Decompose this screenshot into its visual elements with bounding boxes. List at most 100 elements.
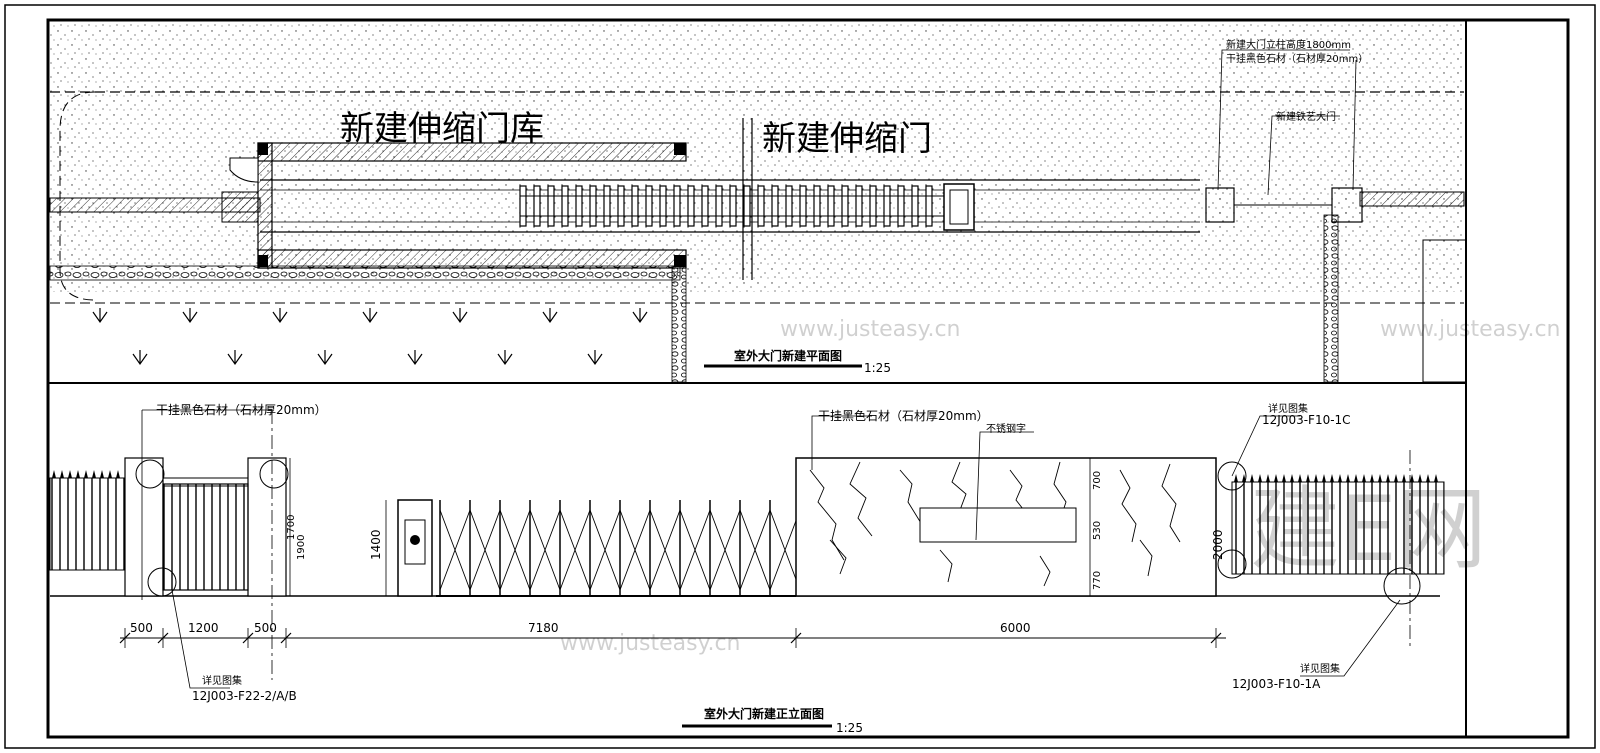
gate-motor-head-inner [949,189,969,225]
fence-spike [68,470,72,478]
gate-scissor [649,509,681,591]
gate-link [757,185,765,227]
garage-corner [674,255,686,267]
right-fence [1231,481,1445,575]
gate-scissor [529,509,561,591]
dim-bottom: 6000 [1000,621,1031,635]
stone-vein [849,461,873,537]
elev-scale: 1:25 [836,721,863,735]
dim-bottom: 7180 [528,621,559,635]
gate-post [221,191,259,223]
stone-vein [1139,539,1153,577]
plan-scale: 1:25 [864,361,891,375]
stone-vein [809,469,845,561]
fence-spike [100,470,104,478]
leader-line [1217,49,1350,191]
gate-link [645,185,653,227]
gate-link [673,185,681,227]
retractable-gate-plan [519,185,944,227]
stone-vein [1161,463,1181,543]
down-arrow-icon [587,350,603,366]
detail-circle [1383,567,1421,605]
ref-left-bottom: 12J003-F22-2/A/B [192,689,297,703]
dim-left-col: 1700 [286,515,297,540]
fence-spike [84,470,88,478]
fence-spike [1370,474,1374,482]
gate-link [659,185,667,227]
dim-bottom: 500 [130,621,153,635]
gate-link [813,185,821,227]
plan-note-column-height: 新建大门立柱高度1800mm [1226,38,1351,51]
gate-link [883,185,891,227]
gate-link [687,185,695,227]
left-fence [49,477,126,571]
down-arrow-icon [182,308,198,324]
detail-circle [1217,549,1247,579]
fence-spike [1346,474,1350,482]
fence-spike [1386,474,1390,482]
gate-scissor [589,509,621,591]
stone-vein [899,469,925,529]
fence-spike [1410,474,1414,482]
gate-link [617,185,625,227]
leader-line [975,431,1034,541]
watermark-text: www.justeasy.cn [560,631,741,656]
right-post [1331,187,1363,223]
down-arrow-icon [92,308,108,324]
gate-link [855,185,863,227]
fence-spike [1362,474,1366,482]
fence-spike [1234,474,1238,482]
fence-spike [1298,474,1302,482]
leader-line [811,415,872,470]
gate-link [911,185,919,227]
gate-control-box [397,499,433,597]
fence-spikes [1234,474,1438,482]
fence-spike [108,470,112,478]
dim-gate-height: 1400 [369,529,383,560]
fence-spike [1418,474,1422,482]
retractable-gate-elevation [436,500,801,597]
garage-corner [674,143,686,155]
fence-spike [1306,474,1310,482]
gate-link [897,185,905,227]
outer-frame [4,4,1596,749]
gate-link [841,185,849,227]
stone-vein [939,549,953,583]
gate-link [603,185,611,227]
stone-vein [1039,555,1051,587]
fence-spike [1282,474,1286,482]
right-post [1205,187,1235,223]
dim-bottom: 500 [254,621,277,635]
watermark-layer: 建E网 www.justeasy.cn www.justeasy.cn www.… [560,317,1561,656]
gate-link [547,185,555,227]
fence-spike [1330,474,1334,482]
gate-control-panel [404,519,426,565]
gate-motor-head [943,183,975,231]
gravel-edge [671,265,687,383]
building-edge [1422,239,1467,383]
fence-spike [116,470,120,478]
inner-frame [46,18,1570,739]
elev-note-sign: 不锈钢字 [986,422,1026,435]
ref-right-top-label: 详见图集 [1268,402,1308,415]
fence-spike [60,470,64,478]
stone-vein [829,539,847,575]
fence-spike [1402,474,1406,482]
fence-spike [1314,474,1318,482]
gate-scissor [439,509,471,591]
gate-scissor [739,509,771,591]
gate-link [575,185,583,227]
down-arrow-icon [407,350,423,366]
leader-line [171,589,230,689]
sign-plate [919,507,1077,543]
plan-view: 新建伸缩门库 新建伸缩门 新建大门立柱高度1800mm 干挂黑色石材（石材厚20… [49,22,1467,383]
fence-spike [1338,474,1342,482]
stone-column [124,457,164,597]
gate-scissor [559,509,591,591]
leader-line [1352,59,1357,191]
watermark-brand: 建E网 [1250,477,1487,582]
detail-circle [1217,461,1247,491]
ref-right-bottom: 12J003-F10-1A [1232,677,1321,691]
